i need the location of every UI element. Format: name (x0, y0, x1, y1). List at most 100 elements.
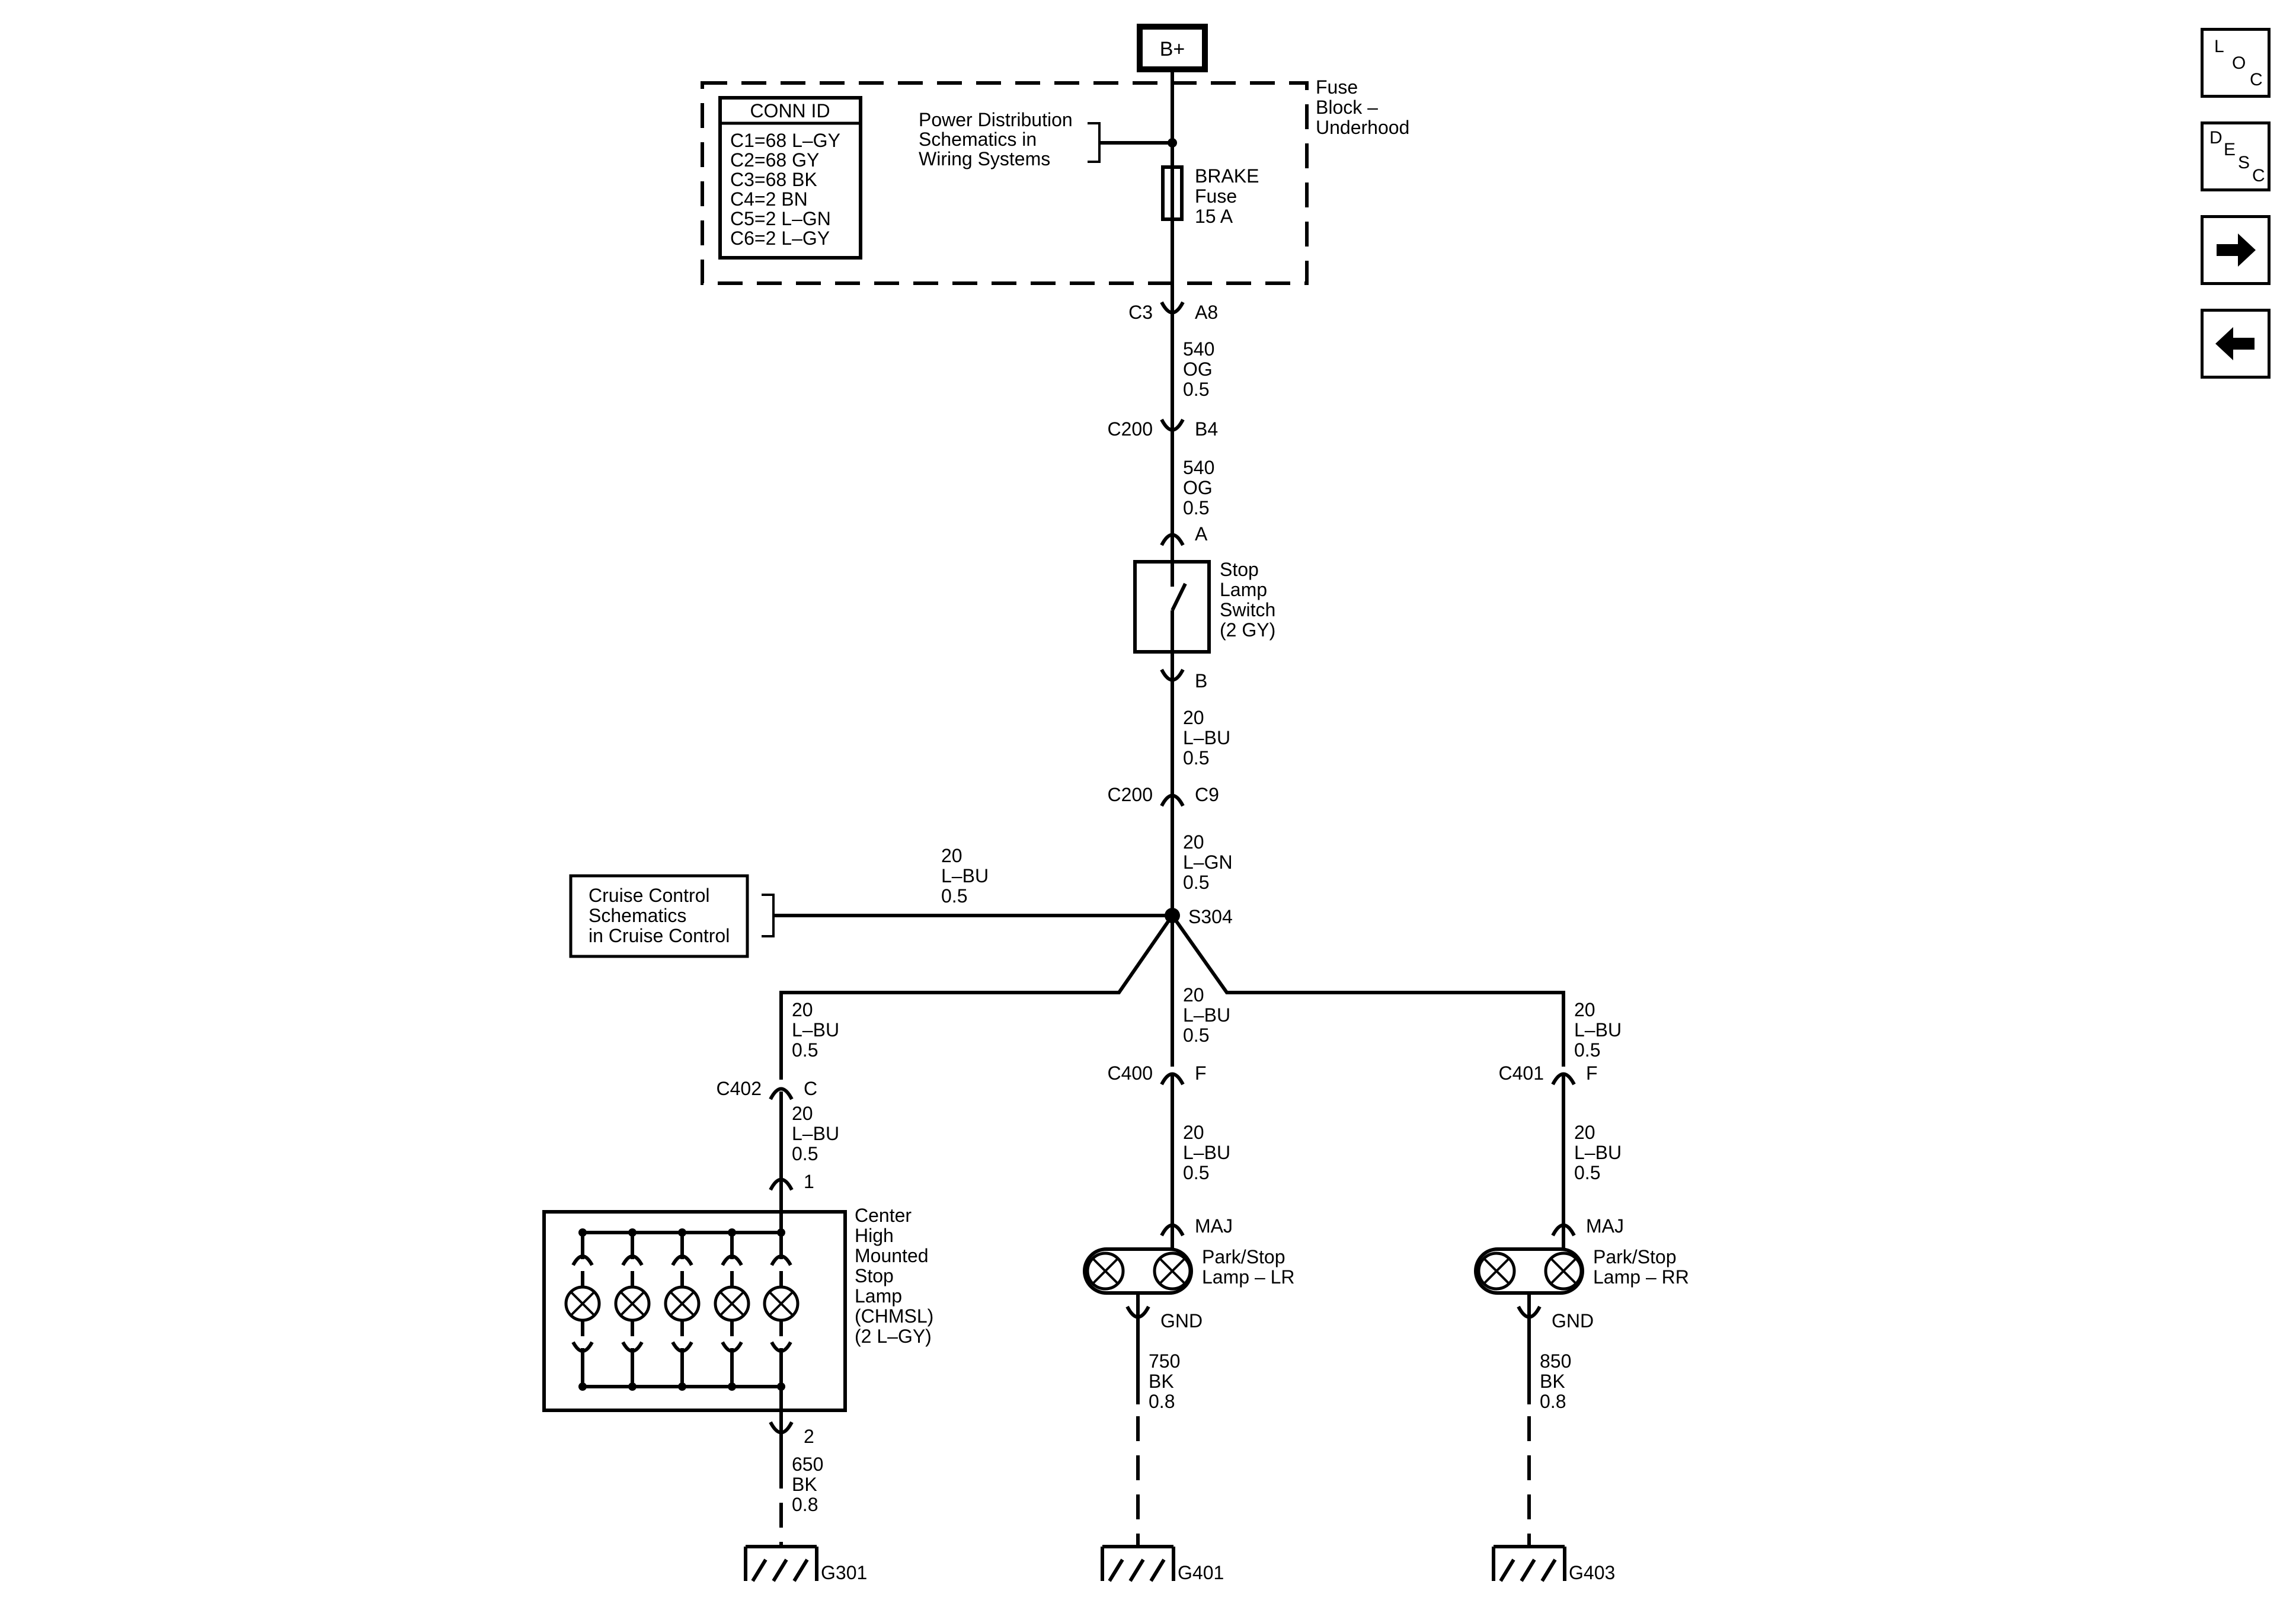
svg-text:0.5: 0.5 (1183, 747, 1209, 769)
chmsl-bulb (614, 1228, 651, 1391)
svg-text:(CHMSL): (CHMSL) (855, 1305, 933, 1327)
cruise-bracket (762, 894, 775, 937)
branch-right-wire (1171, 914, 1565, 1067)
svg-text:MAJ: MAJ (1586, 1215, 1624, 1237)
cruise-ref-1: Cruise Control (589, 885, 710, 906)
next-button[interactable] (2201, 215, 2271, 285)
svg-text:0.5: 0.5 (792, 1143, 818, 1164)
svg-text:B4: B4 (1195, 418, 1218, 440)
connector-switch-b: B (1160, 668, 1207, 692)
svg-text:BK: BK (1540, 1371, 1565, 1392)
svg-text:L–BU: L–BU (1183, 1004, 1230, 1026)
svg-text:C402: C402 (717, 1078, 762, 1099)
connector-switch-a: A (1160, 523, 1208, 546)
svg-text:Park/Stop: Park/Stop (1593, 1246, 1677, 1267)
chmsl-bulbs (564, 1228, 800, 1391)
chmsl-bulb (564, 1228, 601, 1391)
arrow-right-icon (2217, 233, 2256, 267)
conn-id-row: C4=2 BN (730, 188, 808, 210)
wire-label-left1: 20 L–BU 0.5 (792, 999, 839, 1061)
svg-text:OG: OG (1183, 477, 1213, 498)
splice-label: S304 (1188, 906, 1233, 927)
connector-lr-maj: MAJ (1160, 1215, 1233, 1237)
ground-g401-icon: G401 (1101, 1545, 1224, 1583)
connector-lr-gnd: GND (1125, 1305, 1203, 1331)
svg-text:C401: C401 (1499, 1062, 1544, 1084)
fuse-block-label-3: Underhood (1316, 117, 1409, 138)
svg-text:Lamp: Lamp (1220, 579, 1267, 600)
svg-text:750: 750 (1149, 1350, 1180, 1372)
brake-fuse-label-2: Fuse (1195, 185, 1237, 207)
svg-text:0.8: 0.8 (1540, 1391, 1566, 1412)
svg-text:C400: C400 (1108, 1062, 1153, 1084)
wire-label-mid2: 20 L–BU 0.5 (1183, 1122, 1230, 1183)
wire-label-rr-gnd: 850 BK 0.8 (1540, 1350, 1571, 1412)
svg-text:GND: GND (1552, 1310, 1594, 1331)
battery-supply: B+ (1137, 24, 1208, 72)
conn-pin: A8 (1195, 302, 1218, 323)
chmsl-label: Center High Mounted Stop Lamp (CHMSL) (2… (855, 1205, 933, 1347)
svg-text:850: 850 (1540, 1350, 1571, 1372)
svg-text:L–BU: L–BU (941, 865, 989, 886)
connector-rr-maj: MAJ (1551, 1215, 1624, 1237)
svg-text:20: 20 (1183, 707, 1204, 728)
cruise-ref-box (569, 874, 749, 958)
wire-label-mid1: 20 L–BU 0.5 (1183, 984, 1230, 1046)
loc-button[interactable]: L O C (2201, 28, 2271, 98)
wire-label-w3: 20 L–BU 0.5 (1183, 707, 1230, 769)
power-dist-ref-2: Schematics in (919, 129, 1037, 150)
wire-label-right2: 20 L–BU 0.5 (1574, 1122, 1622, 1183)
desc-letter: S (2238, 153, 2250, 172)
svg-text:0.5: 0.5 (792, 1039, 818, 1061)
arrow-left-icon (2215, 327, 2255, 360)
chmsl-bulb (664, 1228, 701, 1391)
connector-c200-b4: C200 B4 (1108, 418, 1219, 440)
conn-id-table: CONN ID C1=68 L–GY C2=68 GY C3=68 BK C4=… (718, 96, 862, 260)
wire-label-cruise: 20 L–BU 0.5 (941, 845, 989, 907)
lamp-rr-symbol (1474, 1247, 1584, 1295)
svg-text:650: 650 (792, 1454, 823, 1475)
wire-label-w2: 540 OG 0.5 (1183, 457, 1214, 518)
svg-text:BK: BK (1149, 1371, 1174, 1392)
wire-label-w1: 540 OG 0.5 (1183, 338, 1214, 400)
conn-id-row: C5=2 L–GN (730, 208, 831, 229)
svg-text:C200: C200 (1108, 418, 1153, 440)
svg-text:C200: C200 (1108, 784, 1153, 805)
wire-label-w4: 20 L–GN 0.5 (1183, 831, 1233, 893)
ground-label: G301 (821, 1562, 867, 1583)
switch-label: Stop Lamp Switch (2 GY) (1220, 559, 1275, 641)
svg-text:540: 540 (1183, 338, 1214, 360)
fuse-block-outline (701, 81, 1309, 285)
desc-letter: C (2252, 166, 2265, 185)
conn-id-row: C1=68 L–GY (730, 130, 840, 151)
svg-text:Stop: Stop (1220, 559, 1259, 580)
back-button[interactable] (2201, 309, 2271, 379)
svg-text:Stop: Stop (855, 1265, 894, 1286)
svg-text:High: High (855, 1225, 894, 1246)
conn-id-row: C6=2 L–GY (730, 228, 830, 249)
svg-text:20: 20 (792, 1103, 813, 1124)
power-dist-bracket (1088, 122, 1101, 163)
conn-id-row: C3=68 BK (730, 169, 817, 190)
svg-text:B: B (1195, 670, 1207, 692)
switch-contact (1171, 582, 1187, 612)
svg-text:20: 20 (792, 999, 813, 1020)
lamp-lr-label: Park/Stop Lamp – LR (1202, 1246, 1295, 1288)
chmsl-bulb (714, 1228, 750, 1391)
svg-text:20: 20 (1574, 1122, 1595, 1143)
svg-text:L–BU: L–BU (1574, 1019, 1622, 1041)
svg-text:20: 20 (941, 845, 962, 866)
desc-button[interactable]: D E S C (2201, 121, 2271, 191)
chmsl-bulb (763, 1228, 800, 1391)
lamp-lr-symbol (1083, 1247, 1193, 1295)
svg-text:Lamp – RR: Lamp – RR (1593, 1266, 1689, 1288)
connector-c200-c9: C200 C9 (1108, 784, 1219, 807)
svg-text:20: 20 (1183, 831, 1204, 853)
svg-text:BK: BK (792, 1474, 817, 1495)
svg-text:Switch: Switch (1220, 599, 1275, 620)
svg-text:0.5: 0.5 (1574, 1039, 1600, 1061)
svg-text:F: F (1195, 1062, 1207, 1084)
supply-label: B+ (1160, 38, 1185, 60)
connector-c402: C402 C (717, 1078, 817, 1100)
cruise-ref-3: in Cruise Control (589, 925, 730, 946)
